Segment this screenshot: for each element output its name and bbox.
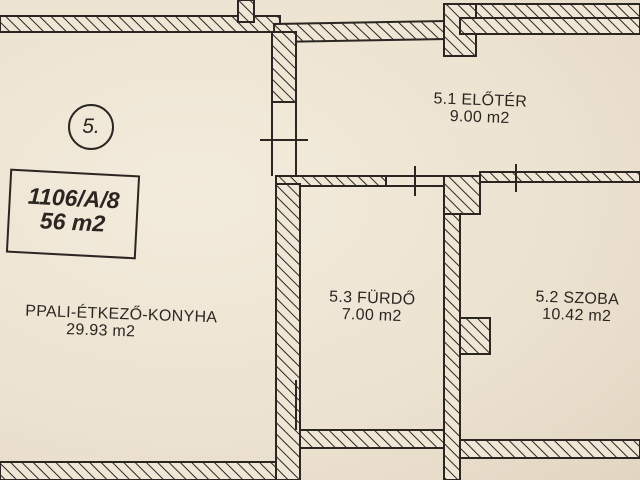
room-label-hall: 5.1 ELŐTÉR 9.00 m2 [399,89,560,129]
room-label-bath: 5.3 FÜRDŐ 7.00 m2 [311,288,432,327]
parcel-id-box: 1106/A/8 56 m2 [5,168,141,260]
room-label-room: 5.2 SZOBA 10.42 m2 [511,288,640,327]
unit-number-badge: 5. [68,104,114,150]
unit-number: 5. [82,115,100,138]
